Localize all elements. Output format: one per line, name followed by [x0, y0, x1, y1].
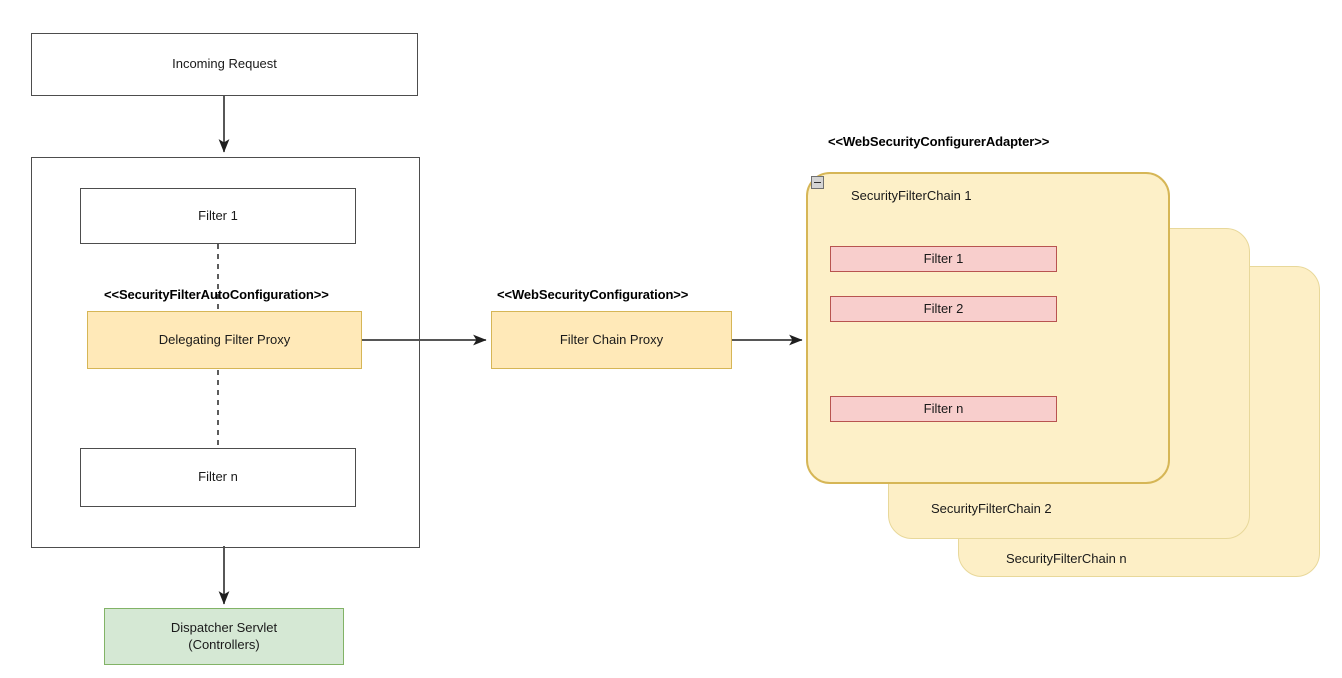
security-filter-chain-2-label: SecurityFilterChain 2	[931, 501, 1052, 516]
minus-glyph	[814, 181, 821, 184]
minus-square-icon[interactable]	[811, 176, 824, 189]
filter-1-box-left[interactable]: Filter 1	[80, 188, 356, 244]
filter-chain-proxy-box[interactable]: Filter Chain Proxy	[491, 311, 732, 369]
chain-filter-1-box[interactable]: Filter 1	[830, 246, 1057, 272]
security-filter-chain-n-label: SecurityFilterChain n	[1006, 551, 1127, 566]
stereotype-security-filter-auto-configuration: <<SecurityFilterAutoConfiguration>>	[104, 287, 329, 302]
security-filter-chain-1-label: SecurityFilterChain 1	[851, 188, 972, 203]
dispatcher-servlet-box[interactable]: Dispatcher Servlet (Controllers)	[104, 608, 344, 665]
security-filter-chain-1-card[interactable]	[806, 172, 1170, 484]
stereotype-web-security-configuration: <<WebSecurityConfiguration>>	[497, 287, 689, 302]
delegating-filter-proxy-box[interactable]: Delegating Filter Proxy	[87, 311, 362, 369]
incoming-request-box[interactable]: Incoming Request	[31, 33, 418, 96]
filter-n-box-left[interactable]: Filter n	[80, 448, 356, 507]
servlet-filter-container	[31, 157, 420, 548]
stereotype-web-security-configurer-adapter: <<WebSecurityConfigurerAdapter>>	[828, 134, 1050, 149]
chain-filter-2-box[interactable]: Filter 2	[830, 296, 1057, 322]
chain-filter-n-box[interactable]: Filter n	[830, 396, 1057, 422]
